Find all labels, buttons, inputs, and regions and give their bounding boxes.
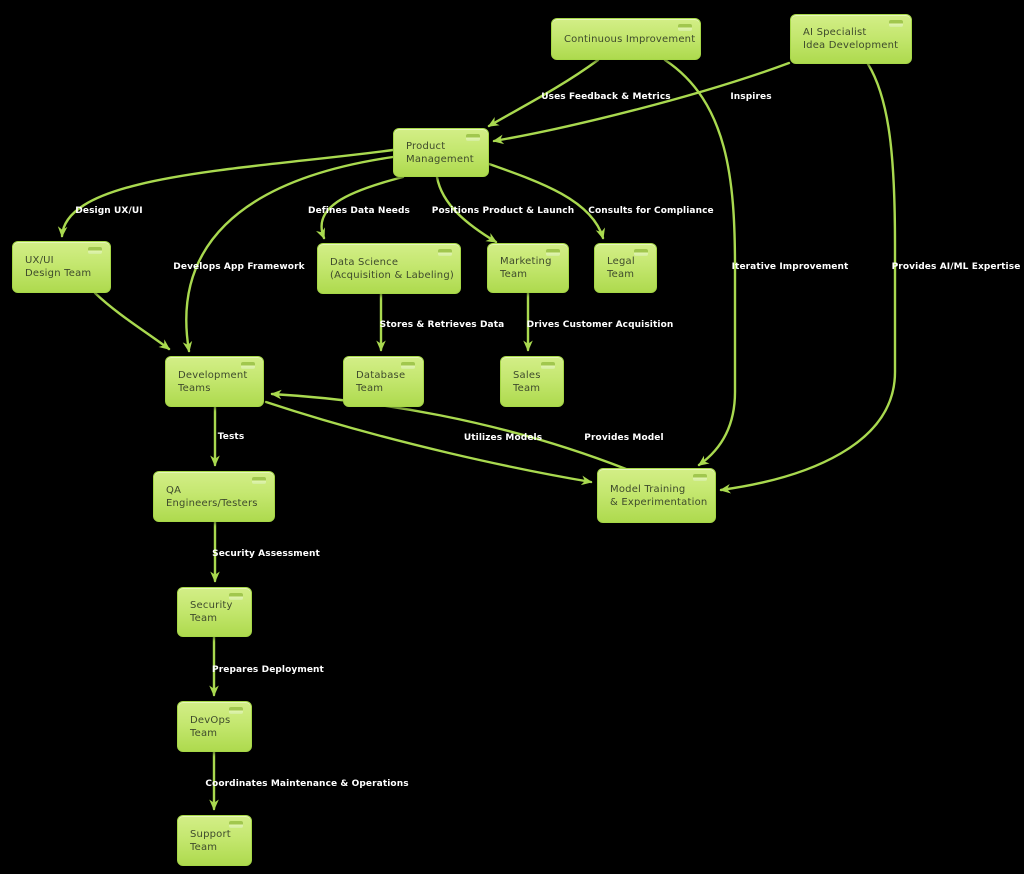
node-label: Database Team: [356, 369, 406, 394]
component-badge-icon: [438, 249, 452, 256]
node-label: Data Science (Acquisition & Labeling): [330, 256, 454, 281]
edge-label-product-management-to-legal-team: Consults for Compliance: [588, 206, 714, 216]
edge-label-data-science-to-database-team: Stores & Retrieves Data: [379, 320, 505, 330]
node-support-team: Support Team: [177, 815, 252, 866]
node-model-training: Model Training & Experimentation: [597, 468, 716, 523]
component-badge-icon: [466, 134, 480, 141]
node-ai-specialist: AI Specialist Idea Development: [790, 14, 912, 64]
component-badge-icon: [229, 593, 243, 600]
component-badge-icon: [88, 247, 102, 254]
edge-label-product-management-to-development-teams: Develops App Framework: [173, 262, 305, 272]
component-badge-icon: [229, 707, 243, 714]
node-data-science: Data Science (Acquisition & Labeling): [317, 243, 461, 294]
node-product-management: Product Management: [393, 128, 489, 177]
node-legal-team: Legal Team: [594, 243, 657, 293]
node-label: Sales Team: [513, 369, 541, 394]
edge-uxui-design-team-to-development-teams: [93, 291, 171, 351]
edge-label-model-training-to-development-teams: Provides Model: [584, 433, 664, 443]
edge-product-management-to-development-teams: [182, 155, 395, 353]
edge-label-product-management-to-uxui-design-team: Design UX/UI: [75, 206, 143, 216]
node-label: QA Engineers/Testers: [166, 484, 258, 509]
edge-label-ai-specialist-to-model-training: Provides AI/ML Expertise: [891, 262, 1021, 272]
component-badge-icon: [693, 474, 707, 481]
node-devops-team: DevOps Team: [177, 701, 252, 752]
component-badge-icon: [546, 249, 560, 256]
node-label: Security Team: [190, 600, 233, 624]
edge-development-teams-to-model-training: [264, 400, 593, 486]
edge-product-management-to-uxui-design-team: [57, 148, 395, 238]
node-label: Legal Team: [607, 256, 635, 280]
node-label: AI Specialist Idea Development: [803, 27, 899, 51]
node-label: Model Training & Experimentation: [610, 483, 708, 508]
component-badge-icon: [241, 362, 255, 369]
component-badge-icon: [889, 20, 903, 27]
component-badge-icon: [541, 362, 555, 369]
node-label: Support Team: [190, 828, 231, 853]
edge-label-continuous-improvement-to-product-management: Uses Feedback & Metrics: [541, 92, 671, 102]
edge-continuous-improvement-to-model-training: [663, 58, 737, 467]
node-label: Development Teams: [178, 369, 248, 394]
node-label: Marketing Team: [500, 256, 552, 280]
node-security-team: Security Team: [177, 587, 252, 637]
node-label: Continuous Improvement: [564, 33, 696, 45]
node-sales-team: Sales Team: [500, 356, 564, 407]
component-badge-icon: [401, 362, 415, 369]
edge-label-product-management-to-data-science: Defines Data Needs: [308, 206, 410, 216]
node-label: UX/UI Design Team: [25, 255, 92, 279]
node-label: DevOps Team: [190, 714, 231, 739]
edge-label-qa-engineers-testers-to-security-team: Security Assessment: [212, 549, 320, 559]
edge-product-management-to-marketing-team: [435, 175, 498, 244]
node-database-team: Database Team: [343, 356, 424, 407]
node-marketing-team: Marketing Team: [487, 243, 569, 293]
edge-label-security-team-to-devops-team: Prepares Deployment: [212, 665, 324, 675]
node-development-teams: Development Teams: [165, 356, 264, 407]
edge-label-development-teams-to-model-training: Utilizes Models: [463, 433, 543, 443]
component-badge-icon: [229, 821, 243, 828]
component-badge-icon: [252, 477, 266, 484]
node-label: Product Management: [406, 140, 474, 165]
component-badge-icon: [678, 24, 692, 31]
edge-product-management-to-data-science: [316, 175, 405, 240]
node-continuous-improvement: Continuous Improvement: [551, 18, 701, 60]
edge-label-ai-specialist-to-product-management: Inspires: [730, 92, 772, 102]
component-badge-icon: [634, 249, 648, 256]
edge-ai-specialist-to-product-management: [492, 61, 791, 145]
edge-ai-specialist-to-model-training: [719, 62, 897, 494]
edge-label-devops-team-to-support-team: Coordinates Maintenance & Operations: [205, 779, 409, 789]
node-qa-engineers-testers: QA Engineers/Testers: [153, 471, 275, 522]
edge-label-continuous-improvement-to-model-training: Iterative Improvement: [731, 262, 849, 272]
edge-continuous-improvement-to-product-management: [487, 58, 600, 128]
edge-label-marketing-team-to-sales-team: Drives Customer Acquisition: [526, 320, 674, 330]
edge-product-management-to-legal-team: [487, 162, 605, 240]
edge-model-training-to-development-teams: [270, 389, 628, 471]
node-uxui-design-team: UX/UI Design Team: [12, 241, 111, 293]
edge-label-product-management-to-marketing-team: Positions Product & Launch: [431, 206, 575, 216]
edge-label-development-teams-to-qa-engineers-testers: Tests: [217, 432, 245, 442]
